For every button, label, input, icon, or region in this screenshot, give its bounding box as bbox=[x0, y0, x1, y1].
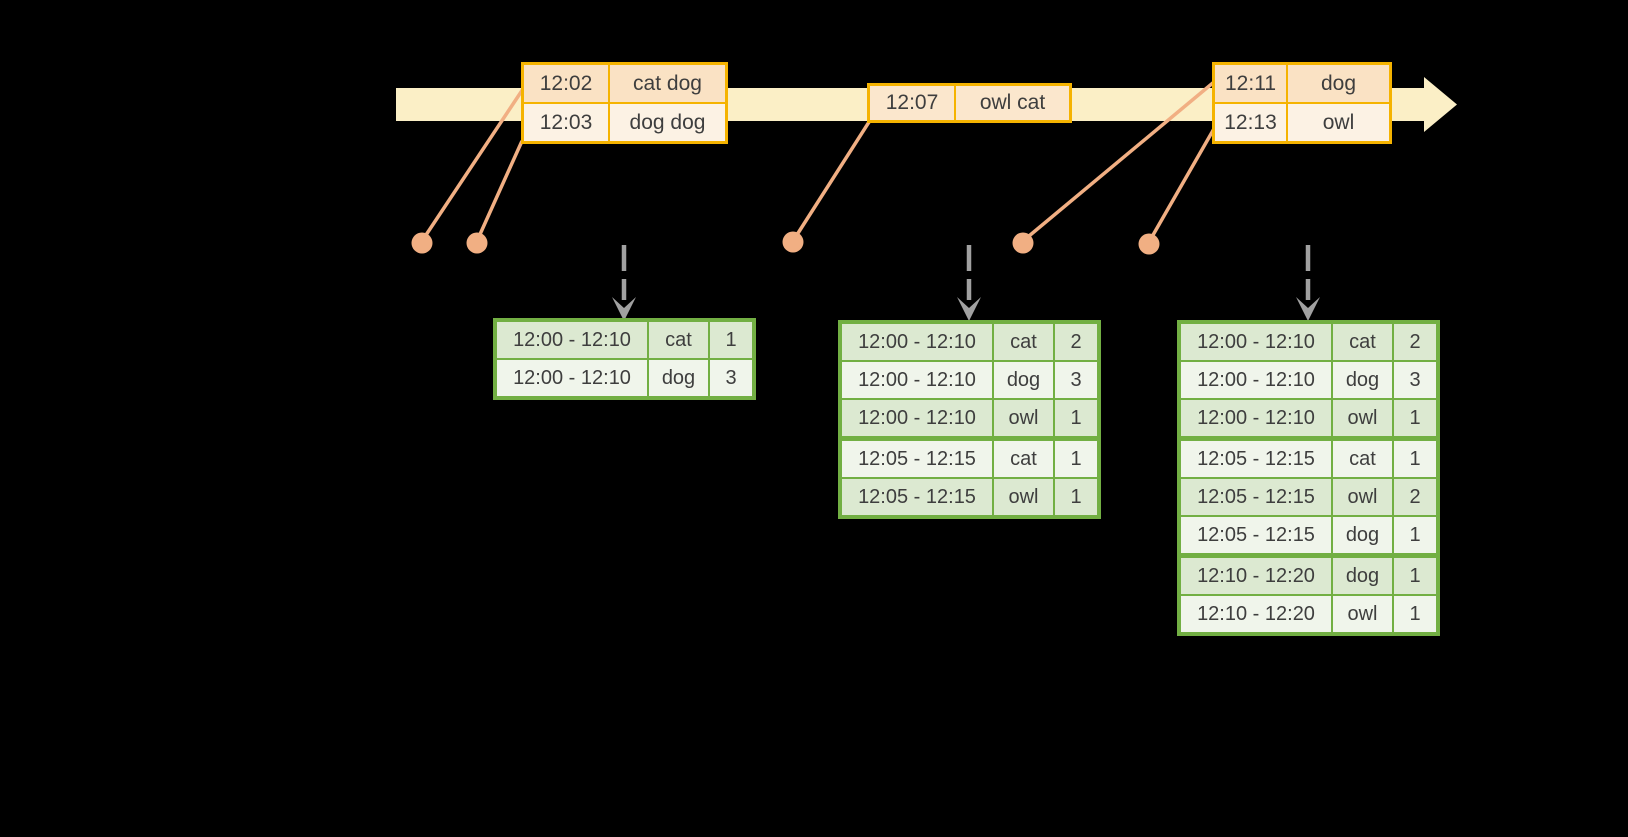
count-cell: 2 bbox=[1394, 479, 1436, 515]
word-cell: dog bbox=[1333, 558, 1392, 594]
word-cell: dog bbox=[1333, 517, 1392, 553]
event-dot bbox=[1138, 233, 1160, 255]
word-cell: owl bbox=[1333, 596, 1392, 632]
word-cell: dog bbox=[994, 362, 1053, 398]
timeline-arrowhead-icon bbox=[1424, 77, 1457, 132]
word-cell: dog bbox=[649, 360, 708, 396]
connector-line bbox=[1021, 80, 1216, 243]
word-cell: cat bbox=[1333, 324, 1392, 360]
word-cell: owl bbox=[994, 479, 1053, 515]
word-cell: owl bbox=[994, 400, 1053, 436]
event-words-cell: dog dog bbox=[610, 104, 725, 141]
window-cell: 12:05 - 12:15 bbox=[1181, 517, 1331, 553]
event-words-cell: cat dog bbox=[610, 65, 725, 102]
count-cell: 3 bbox=[1394, 362, 1436, 398]
word-cell: owl bbox=[1333, 400, 1392, 436]
window-cell: 12:00 - 12:10 bbox=[842, 324, 992, 360]
event-dot bbox=[466, 232, 488, 254]
count-cell: 1 bbox=[1055, 479, 1097, 515]
window-cell: 12:00 - 12:10 bbox=[497, 322, 647, 358]
word-cell: owl bbox=[1333, 479, 1392, 515]
word-cell: cat bbox=[994, 441, 1053, 477]
window-cell: 12:05 - 12:15 bbox=[1181, 441, 1331, 477]
count-cell: 3 bbox=[710, 360, 752, 396]
connector-line bbox=[475, 140, 524, 242]
event-time-cell: 12:11 bbox=[1215, 65, 1286, 102]
count-cell: 1 bbox=[1055, 441, 1097, 477]
word-cell: cat bbox=[1333, 441, 1392, 477]
count-cell: 2 bbox=[1394, 324, 1436, 360]
event-time-cell: 12:03 bbox=[524, 104, 608, 141]
event-dot bbox=[411, 232, 433, 254]
word-cell: cat bbox=[649, 322, 708, 358]
connector-line bbox=[420, 88, 525, 242]
connector-line bbox=[791, 121, 871, 242]
count-cell: 1 bbox=[1394, 517, 1436, 553]
count-cell: 1 bbox=[1394, 400, 1436, 436]
event-dots bbox=[411, 231, 1160, 255]
window-cell: 12:05 - 12:15 bbox=[842, 479, 992, 515]
event-time-cell: 12:02 bbox=[524, 65, 608, 102]
event-time-cell: 12:07 bbox=[870, 86, 954, 120]
count-cell: 1 bbox=[1055, 400, 1097, 436]
count-cell: 3 bbox=[1055, 362, 1097, 398]
trigger-arrow-icon bbox=[957, 245, 981, 321]
connector-line bbox=[1147, 126, 1217, 243]
trigger-arrows bbox=[612, 245, 1320, 321]
window-cell: 12:00 - 12:10 bbox=[1181, 400, 1331, 436]
event-time-cell: 12:13 bbox=[1215, 104, 1286, 141]
count-cell: 1 bbox=[710, 322, 752, 358]
count-cell: 1 bbox=[1394, 441, 1436, 477]
event-connectors bbox=[420, 80, 1217, 243]
event-dot bbox=[1012, 232, 1034, 254]
event-words-cell: owl bbox=[1288, 104, 1389, 141]
window-cell: 12:05 - 12:15 bbox=[842, 441, 992, 477]
window-cell: 12:00 - 12:10 bbox=[842, 362, 992, 398]
window-cell: 12:00 - 12:10 bbox=[842, 400, 992, 436]
event-words-cell: dog bbox=[1288, 65, 1389, 102]
window-cell: 12:00 - 12:10 bbox=[1181, 362, 1331, 398]
window-cell: 12:10 - 12:20 bbox=[1181, 558, 1331, 594]
count-cell: 1 bbox=[1394, 596, 1436, 632]
word-cell: cat bbox=[994, 324, 1053, 360]
trigger-arrow-icon bbox=[612, 245, 636, 321]
event-words-cell: owl cat bbox=[956, 86, 1069, 120]
word-cell: dog bbox=[1333, 362, 1392, 398]
window-cell: 12:00 - 12:10 bbox=[1181, 324, 1331, 360]
trigger-arrow-icon bbox=[1296, 245, 1320, 321]
count-cell: 2 bbox=[1055, 324, 1097, 360]
window-cell: 12:05 - 12:15 bbox=[1181, 479, 1331, 515]
count-cell: 1 bbox=[1394, 558, 1436, 594]
event-dot bbox=[782, 231, 804, 253]
window-cell: 12:00 - 12:10 bbox=[497, 360, 647, 396]
window-cell: 12:10 - 12:20 bbox=[1181, 596, 1331, 632]
